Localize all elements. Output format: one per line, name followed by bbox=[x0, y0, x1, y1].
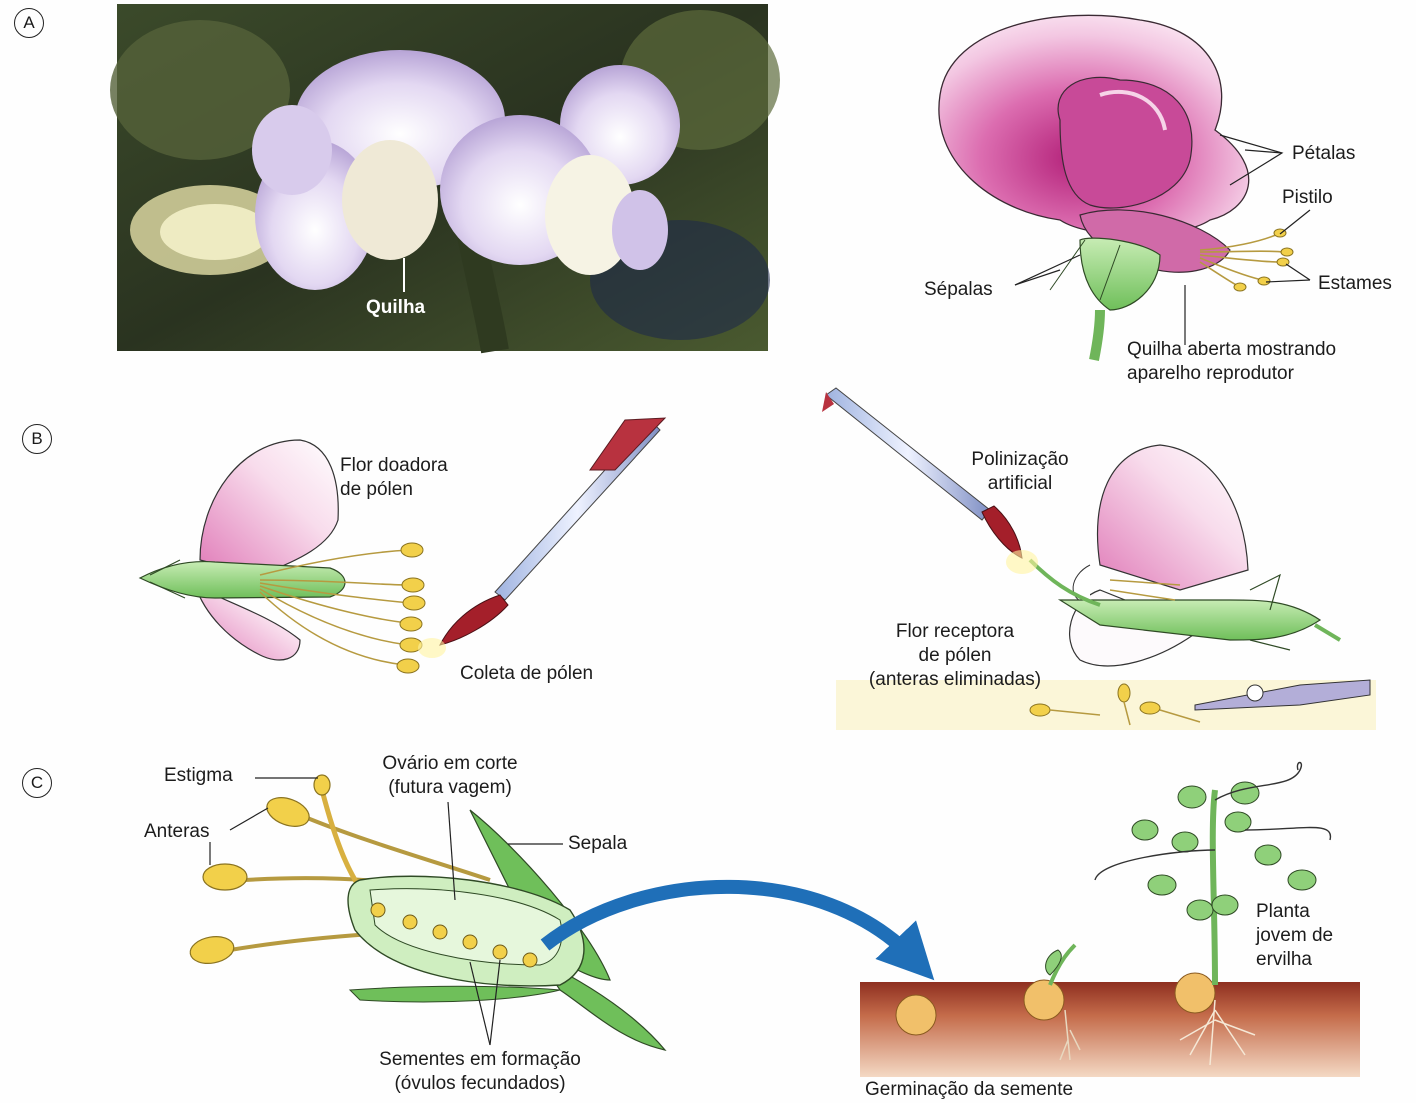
stamens-label: Estames bbox=[1318, 272, 1392, 296]
receptor-flower-label-line3: (anteras eliminadas) bbox=[840, 668, 1070, 692]
section-c-marker: C bbox=[22, 768, 52, 798]
stigma-label: Estigma bbox=[164, 764, 233, 788]
sepals-label: Sépalas bbox=[924, 278, 993, 302]
young-plant-label-line3: ervilha bbox=[1256, 948, 1312, 972]
pistil-label: Pistilo bbox=[1282, 186, 1333, 210]
anthers-label: Anteras bbox=[144, 820, 209, 844]
ovary-label-line2: (futura vagem) bbox=[360, 776, 540, 800]
receptor-flower-label-line2: de pólen bbox=[850, 644, 1060, 668]
photo-keel-label: Quilha bbox=[366, 296, 425, 320]
young-plant-label-line2: jovem de bbox=[1256, 924, 1333, 948]
ovary-label-line1: Ovário em corte bbox=[360, 752, 540, 776]
pea-flower-photo bbox=[110, 4, 780, 351]
keel-open-label-line1: Quilha aberta mostrando bbox=[1127, 338, 1336, 362]
germination-label: Germinação da semente bbox=[865, 1078, 1073, 1102]
seeds-label-line2: (óvulos fecundados) bbox=[345, 1072, 615, 1096]
section-a-marker: A bbox=[14, 8, 44, 38]
receptor-flower-label-line1: Flor receptora bbox=[850, 620, 1060, 644]
young-plant-label-line1: Planta bbox=[1256, 900, 1310, 924]
pollen-collection-label: Coleta de pólen bbox=[460, 662, 593, 686]
pea-flower-diagram-a bbox=[939, 15, 1310, 360]
flower-section-c bbox=[188, 775, 915, 1050]
donor-flower-label-line1: Flor doadora bbox=[340, 454, 448, 478]
section-b-marker: B bbox=[22, 424, 52, 454]
petals-label: Pétalas bbox=[1292, 142, 1355, 166]
artificial-pollination-label-line2: artificial bbox=[950, 472, 1090, 496]
artificial-pollination-label-line1: Polinização bbox=[950, 448, 1090, 472]
seeds-label-line1: Sementes em formação bbox=[345, 1048, 615, 1072]
keel-open-label-line2: aparelho reprodutor bbox=[1127, 362, 1294, 386]
sepal-label: Sepala bbox=[568, 832, 627, 856]
donor-flower-label-line2: de pólen bbox=[340, 478, 413, 502]
